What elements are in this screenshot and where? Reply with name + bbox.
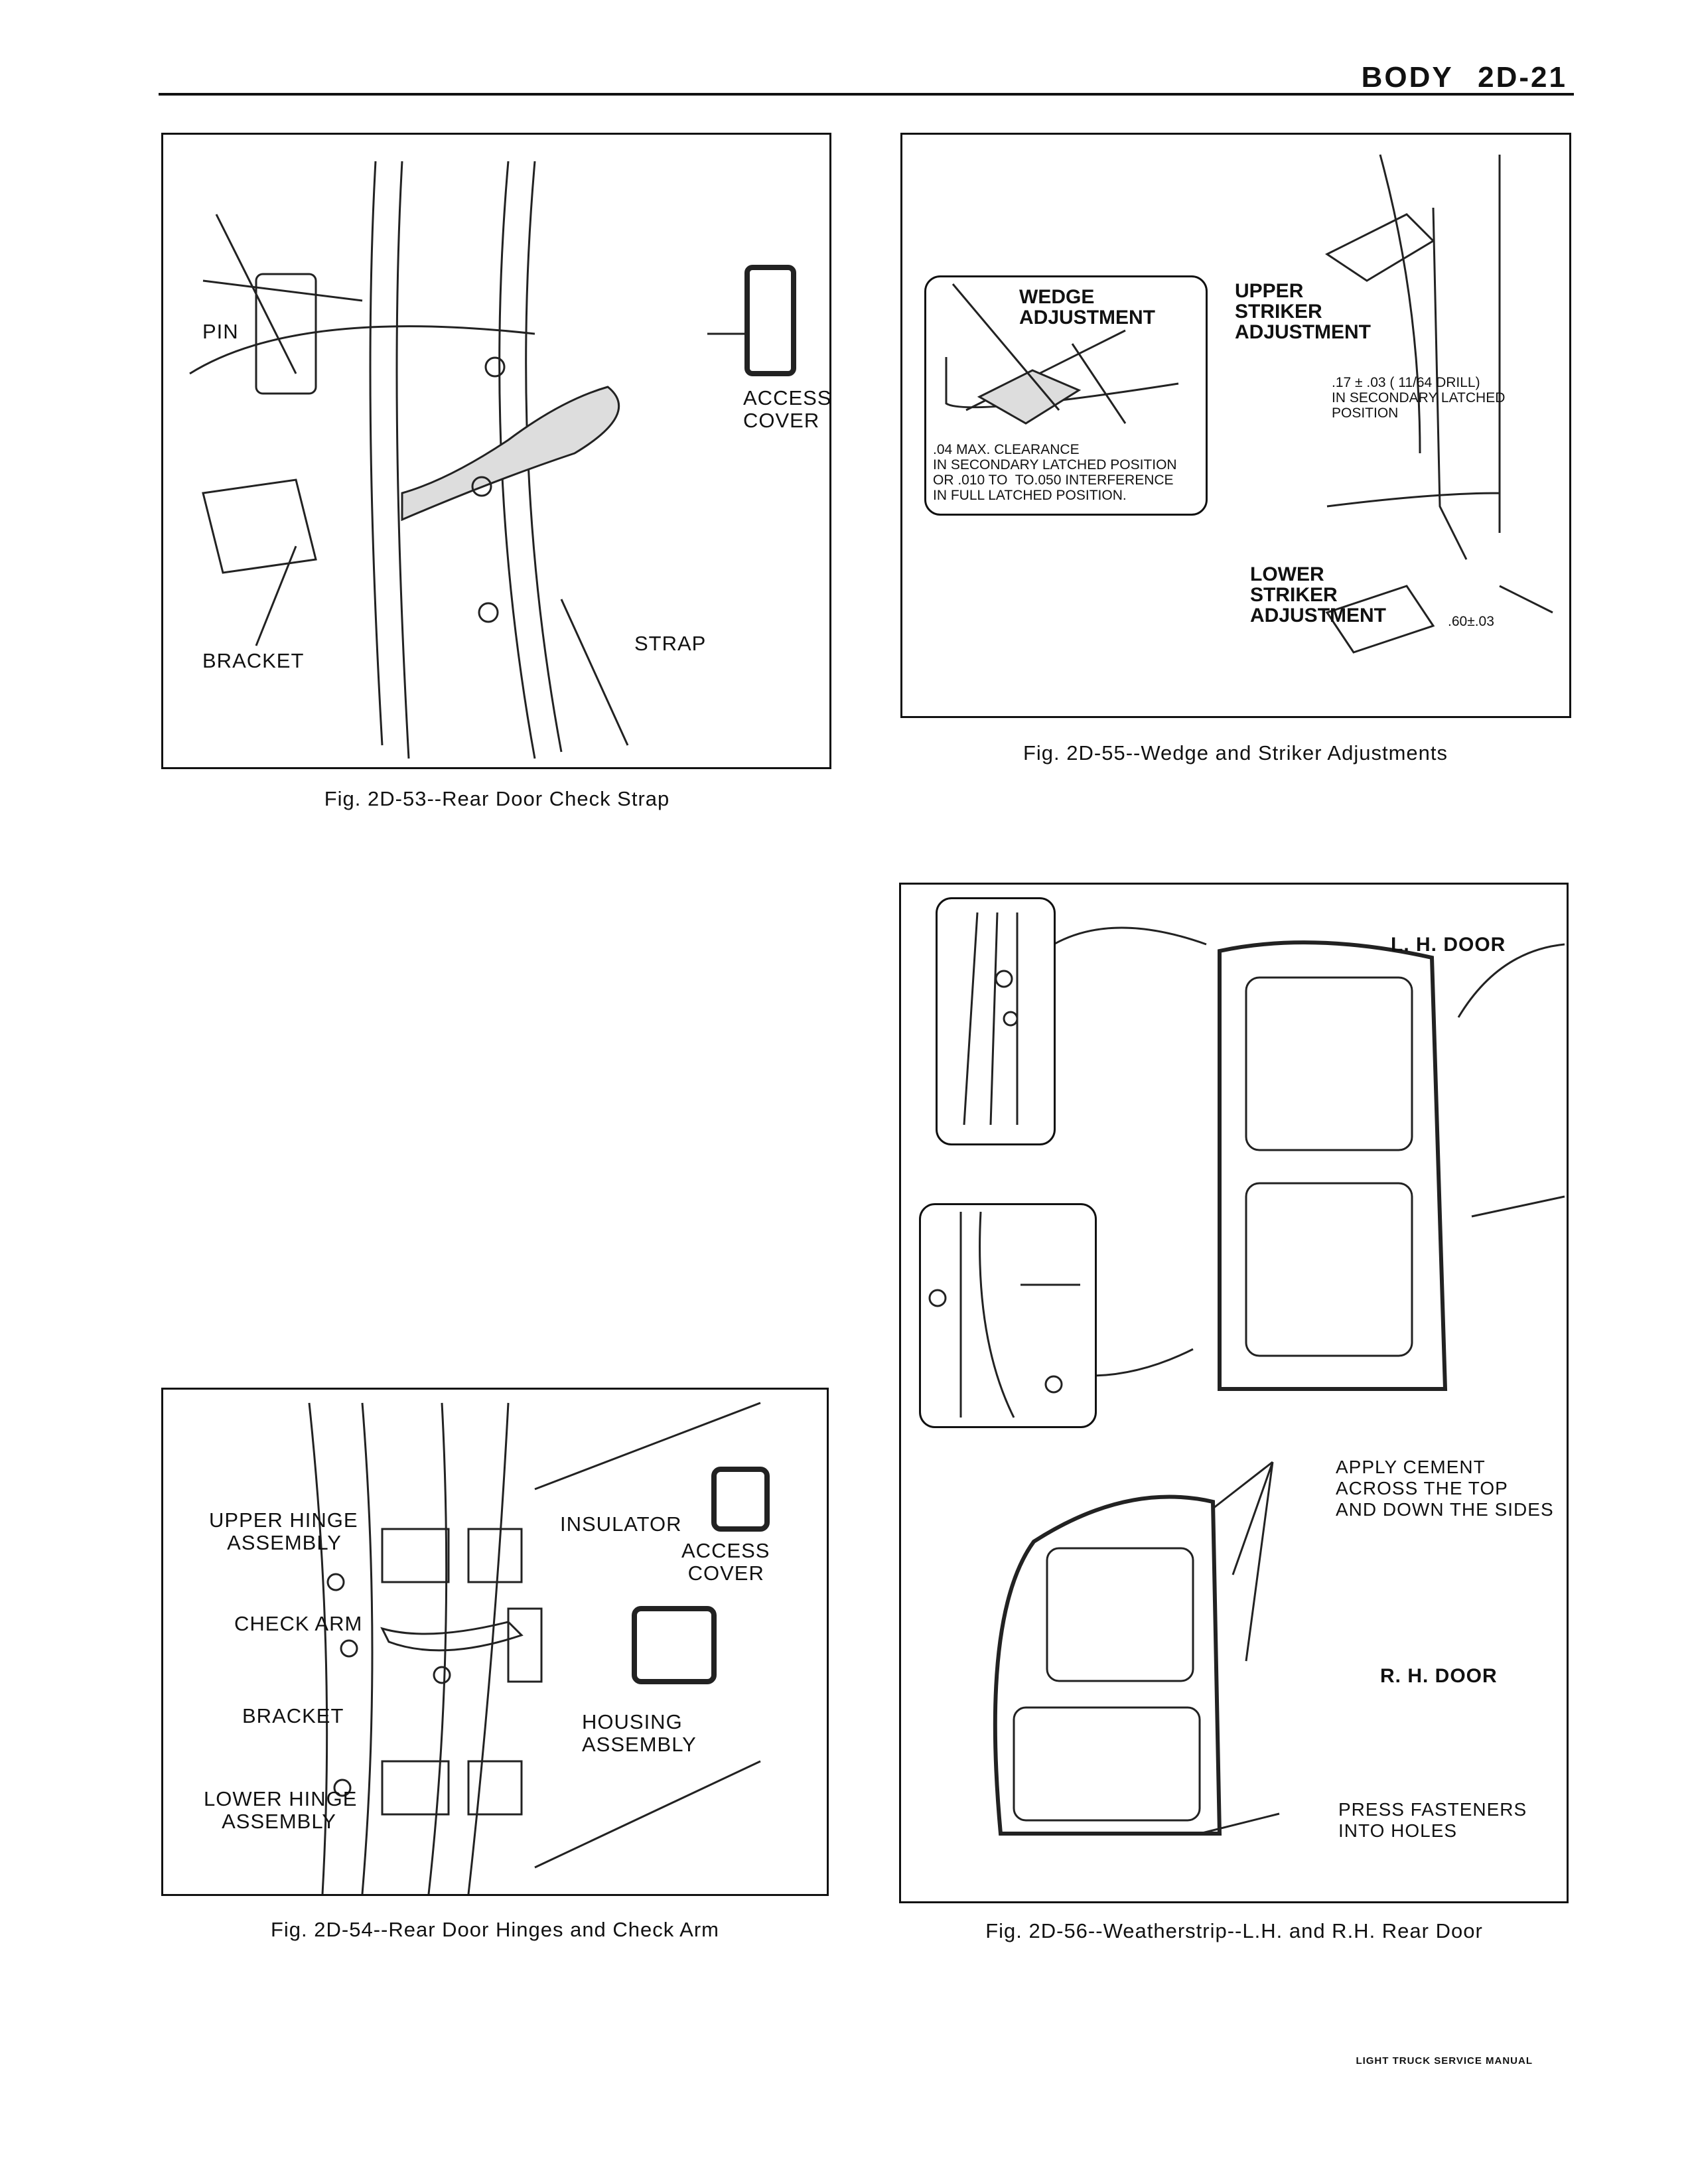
label-rh-door: R. H. DOOR	[1380, 1665, 1498, 1687]
weatherstrip-illustration	[993, 926, 1565, 1836]
label-housing-assembly: HOUSING ASSEMBLY	[582, 1710, 697, 1756]
label-press-fasteners: PRESS FASTENERS INTO HOLES	[1338, 1799, 1527, 1841]
label-lower-hinge-assembly: LOWER HINGE ASSEMBLY	[204, 1787, 358, 1833]
label-pin: PIN	[202, 320, 239, 343]
label-access-cover: ACCESS COVER	[681, 1539, 770, 1585]
caption-fig-2d-54: Fig. 2D-54--Rear Door Hinges and Check A…	[270, 1918, 720, 1941]
upper-detail-inset	[936, 897, 1056, 1145]
figure-weatherstrip-rear-door: L. H. DOOR APPLY CEMENT ACROSS THE TOP A…	[899, 883, 1569, 1903]
figure-rear-door-hinges-check-arm: UPPER HINGE ASSEMBLY INSULATOR ACCESS CO…	[161, 1388, 829, 1896]
striker-illustration	[1325, 154, 1553, 654]
label-bracket: BRACKET	[202, 649, 305, 672]
caption-fig-2d-56: Fig. 2D-56--Weatherstrip--L.H. and R.H. …	[985, 1919, 1483, 1942]
figure-rear-door-check-strap: PIN ACCESS COVER STRAP BRACKET	[161, 133, 831, 769]
label-check-arm: CHECK ARM	[234, 1612, 363, 1635]
upper-detail-illustration	[963, 912, 1019, 1126]
label-lower-striker-spec: .60±.03	[1448, 614, 1494, 629]
section-title: BODY	[1361, 61, 1453, 94]
wedge-illustration	[945, 283, 1179, 425]
label-insulator: INSULATOR	[560, 1512, 682, 1536]
footer-manual-title: LIGHT TRUCK SERVICE MANUAL	[1356, 2055, 1533, 2067]
label-upper-striker-adjustment: UPPER STRIKER ADJUSTMENT	[1235, 280, 1372, 343]
label-strap: STRAP	[634, 632, 707, 655]
check-strap-illustration	[189, 161, 796, 759]
label-lh-door: L. H. DOOR	[1391, 934, 1506, 956]
label-upper-hinge-assembly: UPPER HINGE ASSEMBLY	[209, 1508, 358, 1554]
caption-fig-2d-55: Fig. 2D-55--Wedge and Striker Adjustment…	[1022, 741, 1448, 764]
lower-detail-illustration	[928, 1211, 1080, 1418]
label-wedge-spec: .04 MAX. CLEARANCE IN SECONDARY LATCHED …	[933, 442, 1177, 503]
wedge-inset: WEDGE ADJUSTMENT .04 MAX. CLEARANCE IN S…	[924, 275, 1208, 516]
caption-fig-2d-53: Fig. 2D-53--Rear Door Check Strap	[324, 787, 670, 810]
label-access-cover: ACCESS COVER	[743, 386, 832, 432]
label-apply-cement: APPLY CEMENT ACROSS THE TOP AND DOWN THE…	[1336, 1457, 1554, 1520]
hinges-illustration	[308, 1402, 770, 1895]
label-wedge-adjustment: WEDGE ADJUSTMENT	[1019, 286, 1156, 328]
figure-wedge-striker-adjustments: WEDGE ADJUSTMENT .04 MAX. CLEARANCE IN S…	[900, 133, 1571, 718]
label-lower-striker-adjustment: LOWER STRIKER ADJUSTMENT	[1250, 563, 1387, 626]
label-bracket: BRACKET	[242, 1704, 344, 1727]
label-upper-striker-spec: .17 ± .03 ( 11/64 DRILL) IN SECONDARY LA…	[1332, 375, 1506, 421]
page-header: BODY 2D-21	[1362, 61, 1567, 94]
header-rule	[159, 93, 1574, 96]
lower-detail-inset	[919, 1203, 1097, 1428]
page-number: 2D-21	[1478, 61, 1567, 94]
